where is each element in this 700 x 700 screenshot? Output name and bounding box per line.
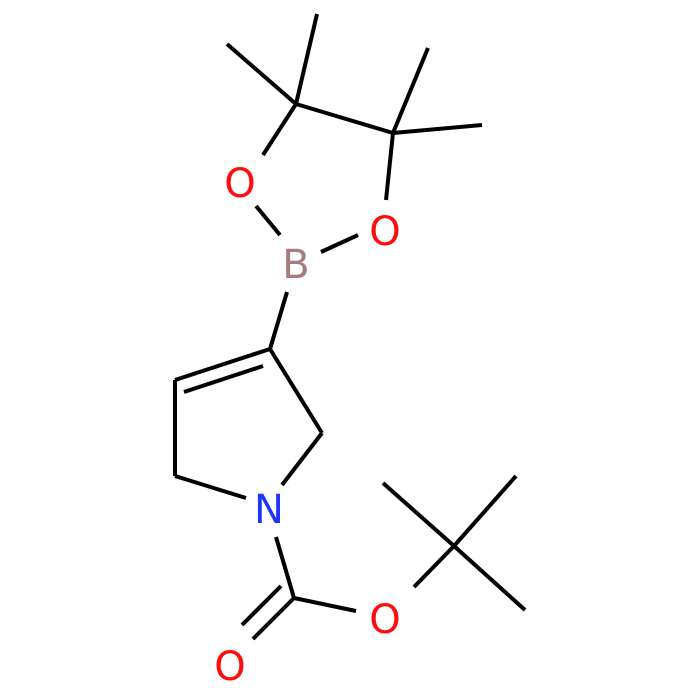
bond-c-o-carbonyl-1: [251, 596, 296, 641]
bond-c1-c2: [295, 102, 394, 135]
atom-label-nitrogen: N: [254, 487, 284, 533]
bond-c3-c4-double-inner: [183, 364, 264, 394]
bond-methyl-c2-a: [391, 47, 430, 134]
atom-label-o-ester: O: [369, 597, 400, 643]
bond-tbu-methyl-b: [452, 474, 518, 548]
bond-tbu-methyl-c: [452, 544, 527, 612]
bond-c3-c4-double: [174, 347, 271, 382]
bond-methyl-c1-a: [225, 42, 298, 106]
atom-label-boron: B: [282, 242, 309, 288]
bond-c-o-ester: [293, 596, 357, 613]
bond-tbu-methyl-a: [381, 481, 456, 548]
atom-label-o-ring-right: O: [369, 209, 400, 255]
bond-methyl-c1-b: [294, 13, 319, 105]
bond-c6-n: [280, 431, 324, 487]
bond-c2-o-right: [384, 132, 395, 201]
bond-c1-o-left: [261, 102, 298, 157]
atom-labels: O O B N O O: [214, 161, 400, 690]
bond-c5-n: [174, 474, 247, 500]
bond-o-right-b: [320, 233, 359, 254]
bond-n-c-carbonyl: [274, 536, 296, 599]
bond-c3-c6: [268, 347, 324, 435]
bond-methyl-c2-b: [392, 123, 483, 135]
atom-label-o-ring-left: O: [224, 161, 255, 207]
bond-c-o-carbonyl-2: [240, 584, 283, 627]
bond-b-c3: [268, 291, 289, 350]
bonds: [173, 13, 527, 641]
bond-o-ester-ctbu: [412, 544, 456, 589]
atom-label-o-carbonyl: O: [214, 644, 245, 690]
bond-o-left-b: [254, 204, 282, 237]
